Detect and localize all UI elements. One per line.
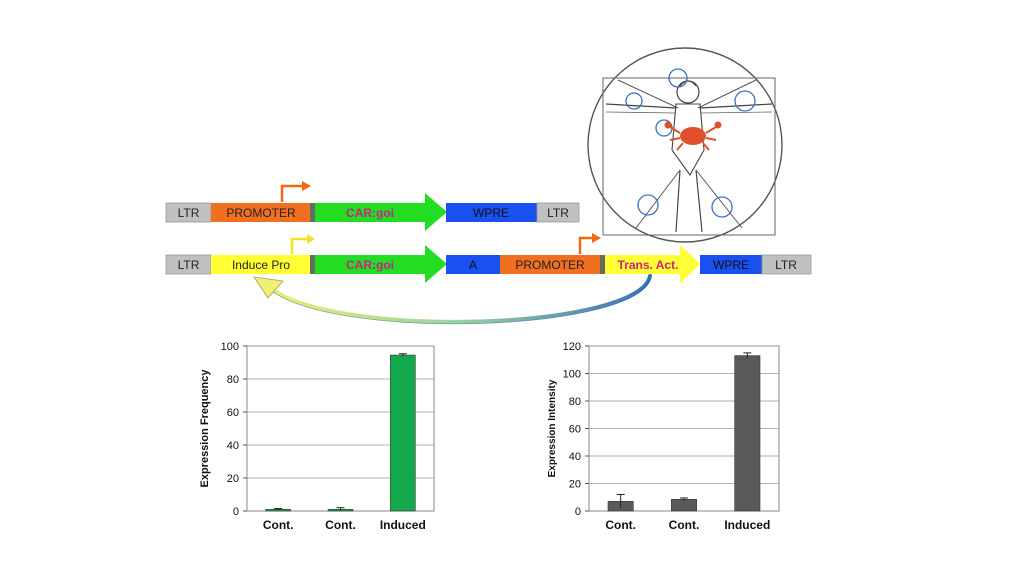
promoter-arrow-icon (578, 236, 592, 254)
induce-pro-box (211, 255, 311, 274)
y-tick-label: 80 (569, 396, 581, 408)
promoter-label: PROMOTER (226, 206, 296, 220)
feedback-arrow (253, 274, 652, 325)
promoter-arrow-icon (280, 184, 302, 202)
bar (390, 354, 416, 512)
a-label: A (469, 258, 477, 272)
x-tick-label: Induced (724, 518, 770, 532)
wpre-box (700, 255, 762, 274)
ltr-right-label: LTR (775, 258, 797, 272)
wpre-label: WPRE (713, 258, 749, 272)
x-tick-label: Cont. (669, 518, 700, 532)
y-tick-label: 60 (569, 424, 581, 436)
y-tick-label: 40 (227, 440, 239, 452)
ltr-left-label: LTR (178, 258, 200, 272)
y-axis-label: Expression Frequency (199, 369, 211, 488)
bar (734, 355, 761, 512)
car-goi-label: CAR:goi (346, 258, 394, 272)
y-axis-label: Expression Intensity (547, 379, 558, 477)
x-tick-label: Cont. (325, 518, 356, 532)
promoter-label: PROMOTER (515, 258, 585, 272)
y-tick-label: 60 (227, 407, 239, 419)
construct-2: LTR Induce Pro CAR:goi A PROMOTER Trans.… (165, 233, 812, 283)
promoter-box (211, 203, 311, 222)
wpre-box (446, 203, 537, 222)
vitruvian-man-illustration (587, 42, 788, 243)
induce-pro-label: Induce Pro (232, 258, 290, 272)
y-tick-label: 0 (575, 506, 581, 518)
y-tick-label: 40 (569, 451, 581, 463)
construct-1: LTR PROMOTER CAR:goi WPRE LTR (165, 181, 580, 231)
car-goi-arrow (315, 193, 447, 231)
wpre-label: WPRE (473, 206, 509, 220)
ltr-right-box (536, 202, 580, 223)
promoter-box (500, 255, 600, 274)
y-tick-label: 100 (563, 369, 581, 381)
ltr-left-label: LTR (178, 206, 200, 220)
ltr-right-box (761, 254, 812, 275)
ltr-right-label: LTR (547, 206, 569, 220)
induce-promoter-arrow-icon (290, 237, 307, 254)
feedback-arrowhead-icon (253, 276, 284, 299)
y-tick-label: 80 (227, 374, 239, 386)
y-tick-label: 120 (563, 341, 581, 353)
car-goi-label: CAR:goi (346, 206, 394, 220)
bar (671, 499, 697, 512)
car-goi-arrow (315, 245, 447, 283)
y-tick-label: 100 (221, 341, 239, 353)
y-tick-label: 0 (233, 506, 239, 518)
x-tick-label: Cont. (263, 518, 294, 532)
trans-act-arrow (605, 245, 700, 283)
y-tick-label: 20 (227, 473, 239, 485)
y-tick-label: 20 (569, 479, 581, 491)
x-tick-label: Induced (380, 518, 426, 532)
trans-act-label: Trans. Act. (618, 258, 679, 272)
a-box (446, 255, 500, 274)
x-tick-label: Cont. (605, 518, 636, 532)
